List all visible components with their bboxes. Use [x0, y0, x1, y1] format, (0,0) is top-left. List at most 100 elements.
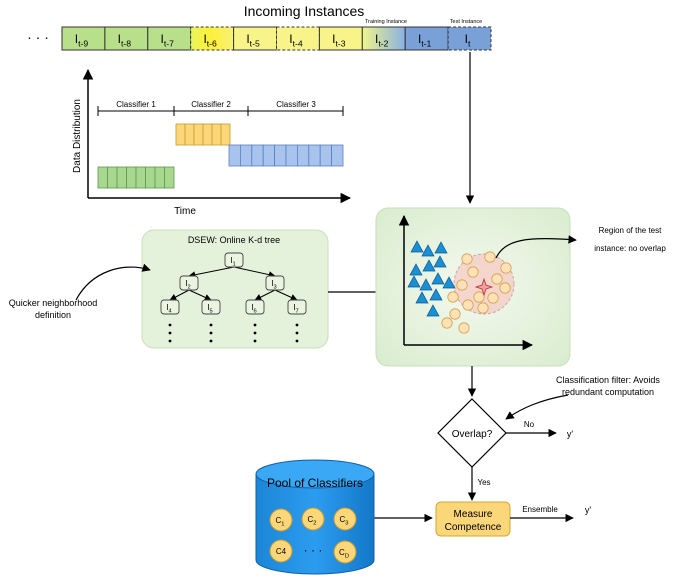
stream-ellipsis: · · ·: [27, 29, 49, 45]
stream-cell-label: It-8: [118, 32, 132, 49]
stream-cell-label-sub: t-2: [378, 39, 388, 49]
tree-node: [265, 275, 285, 291]
tree-continuation-dot: [209, 339, 213, 343]
tree-edge: [188, 289, 212, 301]
pool-classifier-label-sub: 2: [313, 520, 316, 526]
stream-cell: [190, 26, 235, 51]
class-a-point: [442, 276, 456, 289]
distribution-block: [145, 166, 156, 189]
distribution-block: [239, 144, 253, 167]
tree-node-label: I3: [271, 279, 276, 290]
distribution-block: [202, 123, 213, 146]
quicker-arrow: [75, 263, 151, 301]
y-prime-ensemble: y': [585, 505, 592, 515]
tree-edge: [274, 289, 298, 301]
stream-cell-label-base: I: [161, 32, 164, 46]
distribution-block: [175, 123, 186, 146]
distribution-block: [154, 166, 165, 189]
class-b-point: [449, 308, 461, 320]
tree-node-label-base: I: [207, 303, 209, 312]
class-a-points: [407, 240, 456, 317]
pool-classifier: [333, 540, 357, 564]
stream-cell-label-base: I: [375, 32, 378, 46]
distribution-block: [211, 123, 222, 146]
tree-node: [201, 299, 221, 315]
training-instance-label: Training Instance: [365, 19, 407, 25]
pool-classifier-label-base: C: [339, 548, 345, 557]
distribution-plot: Data Distribution Time Classifier 1 Clas…: [72, 68, 352, 217]
stream-cell-label-base: I: [75, 32, 78, 46]
class-b-point: [447, 291, 459, 303]
distribution-block: [262, 144, 276, 167]
stream-cell-label-base: I: [203, 32, 206, 46]
region-arrow: [495, 235, 577, 259]
tree-node: [287, 299, 307, 315]
distribution-block: [184, 123, 195, 146]
tree-edge: [254, 289, 276, 301]
stream-cell-label-sub: t-8: [121, 39, 131, 49]
tree-node-label-sub: 6: [254, 308, 257, 314]
tree-node: [245, 299, 265, 315]
class-a-point: [415, 291, 429, 304]
distribution-block: [285, 144, 298, 167]
distribution-block: [126, 166, 137, 189]
stream-cell-label-base: I: [246, 32, 249, 46]
tree-node-label: I4: [166, 303, 172, 314]
class-b-point: [477, 302, 489, 314]
tree-node-label-base: I: [251, 303, 253, 312]
pool-classifier-label: CD: [339, 548, 349, 559]
tree-node-label-base: I: [230, 256, 232, 265]
tree-node-label-base: I: [271, 279, 273, 288]
stream-cell-label-sub: t-3: [335, 39, 345, 49]
class-a-point: [419, 278, 433, 291]
distribution-block: [97, 166, 108, 189]
distribution-block: [274, 144, 287, 167]
quicker-label-line1: Quicker neighborhood: [9, 298, 98, 308]
tree-edge: [233, 266, 276, 279]
class-a-point: [407, 275, 421, 288]
pool-classifier-label-base: C: [340, 515, 346, 524]
class-b-point: [458, 322, 470, 334]
tree-node-label: I1: [230, 256, 235, 267]
stream-cell-label-sub: t-6: [207, 39, 217, 49]
class-a-point: [429, 288, 443, 301]
stream-cell-label-base: I: [289, 32, 292, 46]
tree-continuation-dot: [253, 339, 257, 343]
stream-cell: [447, 26, 492, 51]
stream-cell-label-sub: t-5: [250, 39, 260, 49]
distribution-block: [319, 144, 333, 167]
class-b-point: [499, 282, 511, 294]
tree-node-label-base: I: [293, 303, 295, 312]
pool-classifier-label: C4: [276, 547, 287, 556]
stream-cell-label: It-3: [332, 32, 346, 49]
class-b-point: [461, 253, 473, 265]
pool-classifier: [269, 508, 293, 532]
tree-continuation-dot: [209, 331, 213, 335]
class-a-point: [433, 255, 447, 268]
tree-node-label-base: I: [185, 279, 187, 288]
test-instance-star: [474, 277, 494, 297]
stream-cell-label-sub: t-4: [293, 39, 303, 49]
tree-continuation-dot: [168, 323, 172, 327]
stream-cell-label: It-5: [246, 32, 260, 49]
tree-continuation-dot: [168, 339, 172, 343]
class-b-point: [441, 317, 453, 329]
class-b-point: [467, 266, 479, 278]
class-a-point: [421, 244, 435, 257]
tree-edge: [188, 266, 235, 279]
pool-classifier: [333, 507, 357, 531]
filter-arrow: [505, 394, 569, 420]
distribution-block: [107, 166, 118, 189]
distribution-block: [164, 166, 175, 189]
tree-panel: [141, 229, 329, 349]
stream-cell-label-sub: t: [468, 39, 471, 49]
stream-cell-label: It-7: [161, 32, 175, 49]
tree-continuation-dot: [168, 331, 172, 335]
filter-label-line1: Classification filter: Avoids: [556, 375, 660, 385]
tree-continuation-dot: [295, 323, 299, 327]
pool-classifier: [301, 507, 325, 531]
classifier-3-label: Classifier 3: [276, 100, 316, 109]
class-b-points: [441, 251, 512, 334]
